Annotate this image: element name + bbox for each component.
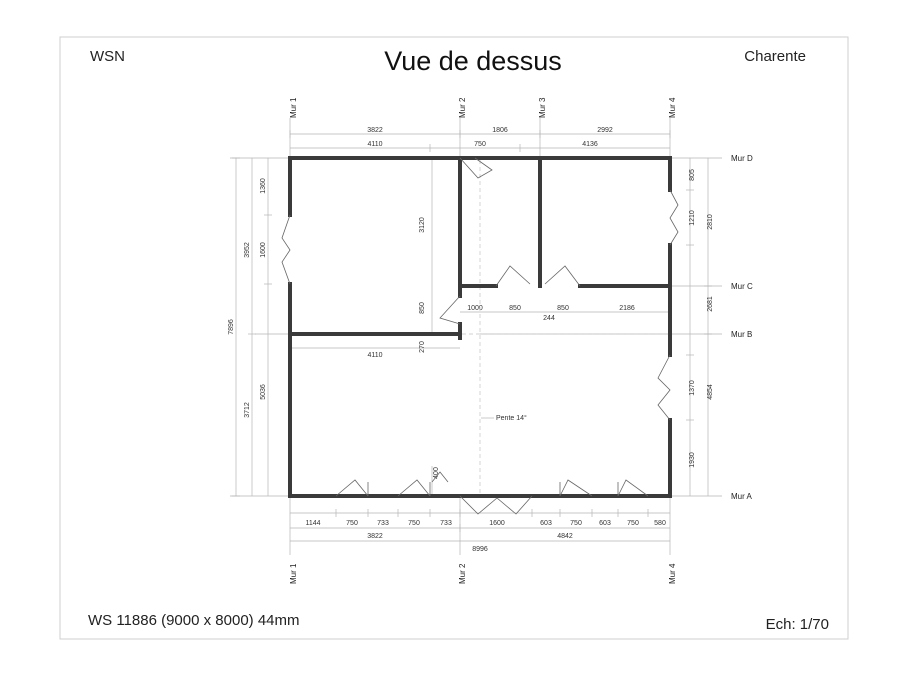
label-mur-b: Mur B (731, 330, 752, 339)
dim-bottom-8996: 8996 (472, 546, 488, 553)
door-swings (281, 157, 679, 515)
dim-bottom-1144: 1144 (305, 520, 320, 527)
dim-bottom-733-b: 733 (440, 520, 452, 527)
page-title: Vue de dessus (384, 46, 562, 76)
dim-bottom-750-b: 750 (408, 520, 420, 527)
label-mur-4-bottom: Mur 4 (668, 563, 677, 584)
dim-bottom-4842: 4842 (557, 533, 573, 540)
wall-labels-bottom: Mur 1 Mur 2 Mur 4 (289, 563, 677, 584)
dim-right-1370: 1370 (689, 380, 696, 396)
interior-dimensions: 3120 850 270 400 1000 850 850 2186 244 4… (290, 158, 670, 496)
dim-top-2992: 2992 (597, 127, 613, 134)
dim-inner-270: 270 (419, 341, 426, 353)
bottom-dimensions: 1144 750 733 750 733 1600 603 750 603 75… (290, 509, 670, 553)
dim-left-7896: 7896 (228, 319, 235, 335)
label-mur-1-top: Mur 1 (289, 97, 298, 118)
dim-right-1930: 1930 (689, 452, 696, 468)
dim-inner-244: 244 (543, 315, 555, 322)
dim-right-1210: 1210 (689, 210, 696, 226)
axis-lines-horizontal (230, 157, 722, 497)
label-mur-d: Mur D (731, 154, 753, 163)
dim-bottom-603-b: 603 (599, 520, 611, 527)
dim-top-750: 750 (474, 141, 486, 148)
dim-bottom-580: 580 (654, 520, 666, 527)
label-mur-4-top: Mur 4 (668, 97, 677, 118)
scale-label: Ech: 1/70 (766, 616, 829, 633)
label-mur-a: Mur A (731, 492, 753, 501)
dim-left-3712: 3712 (244, 402, 251, 418)
dim-inner-3120: 3120 (419, 217, 426, 233)
dim-bottom-3822: 3822 (367, 533, 383, 540)
dim-bottom-750-c: 750 (570, 520, 582, 527)
label-mur-3-top: Mur 3 (538, 97, 547, 118)
label-mur-2-top: Mur 2 (458, 97, 467, 118)
dim-left-1600: 1600 (260, 242, 267, 258)
header-left: WSN (90, 48, 125, 65)
dim-left-1360: 1360 (260, 178, 267, 194)
dim-inner-850-a: 850 (509, 305, 521, 312)
header-right: Charente (744, 48, 806, 65)
label-mur-1-bottom: Mur 1 (289, 563, 298, 584)
dim-inner-4110: 4110 (367, 352, 382, 359)
dim-right-805: 805 (689, 169, 696, 181)
wall-labels-top: Mur 1 Mur 2 Mur 3 Mur 4 (289, 97, 677, 118)
sheet-frame (59, 36, 849, 640)
slope-annotation: Pente 14° (496, 414, 527, 422)
dim-inner-850: 850 (419, 302, 426, 314)
dim-top-4110: 4110 (367, 141, 382, 148)
dim-top-3822: 3822 (367, 127, 383, 134)
left-dimensions: 7896 3952 3712 1360 1600 5036 (228, 157, 272, 497)
dim-bottom-750-d: 750 (627, 520, 639, 527)
label-mur-c: Mur C (731, 282, 753, 291)
dim-bottom-603-a: 603 (540, 520, 552, 527)
dim-right-2681: 2681 (707, 296, 714, 312)
dim-left-5036: 5036 (260, 384, 267, 400)
dim-inner-850-b: 850 (557, 305, 569, 312)
dim-bottom-733-a: 733 (377, 520, 389, 527)
dim-inner-2186: 2186 (619, 305, 635, 312)
dim-top-4136: 4136 (582, 141, 598, 148)
label-mur-2-bottom: Mur 2 (458, 563, 467, 584)
dim-top-1806: 1806 (492, 127, 508, 134)
top-dimensions: 3822 1806 2992 4110 750 4136 (289, 127, 671, 152)
model-label: WS 11886 (9000 x 8000) 44mm (88, 612, 300, 629)
wall-labels-right: Mur D Mur C Mur B Mur A (731, 154, 753, 501)
dim-bottom-1600: 1600 (489, 520, 505, 527)
right-dimensions: 805 1210 1370 1930 2810 2681 4854 (686, 158, 714, 496)
dim-right-2810: 2810 (707, 214, 714, 230)
dim-inner-1000: 1000 (467, 305, 483, 312)
dim-inner-400: 400 (433, 467, 440, 479)
walls (288, 156, 672, 498)
dim-left-3952: 3952 (244, 242, 251, 258)
dim-bottom-750-a: 750 (346, 520, 358, 527)
dim-right-4854: 4854 (707, 384, 714, 400)
